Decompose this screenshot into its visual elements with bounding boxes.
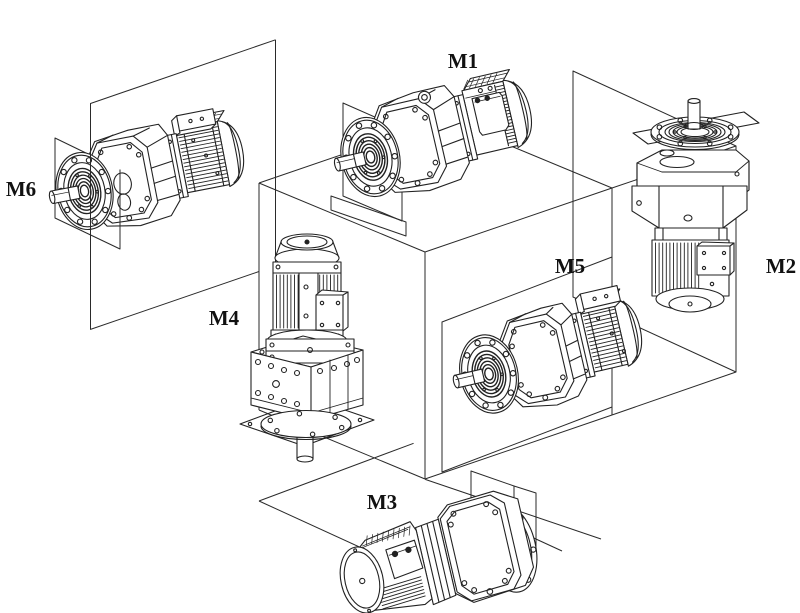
- svg-text:M5: M5: [555, 254, 585, 278]
- svg-text:M3: M3: [367, 490, 397, 514]
- svg-text:M4: M4: [209, 306, 240, 330]
- svg-text:M2: M2: [766, 254, 796, 278]
- svg-text:M1: M1: [448, 49, 478, 73]
- svg-text:M6: M6: [6, 177, 36, 201]
